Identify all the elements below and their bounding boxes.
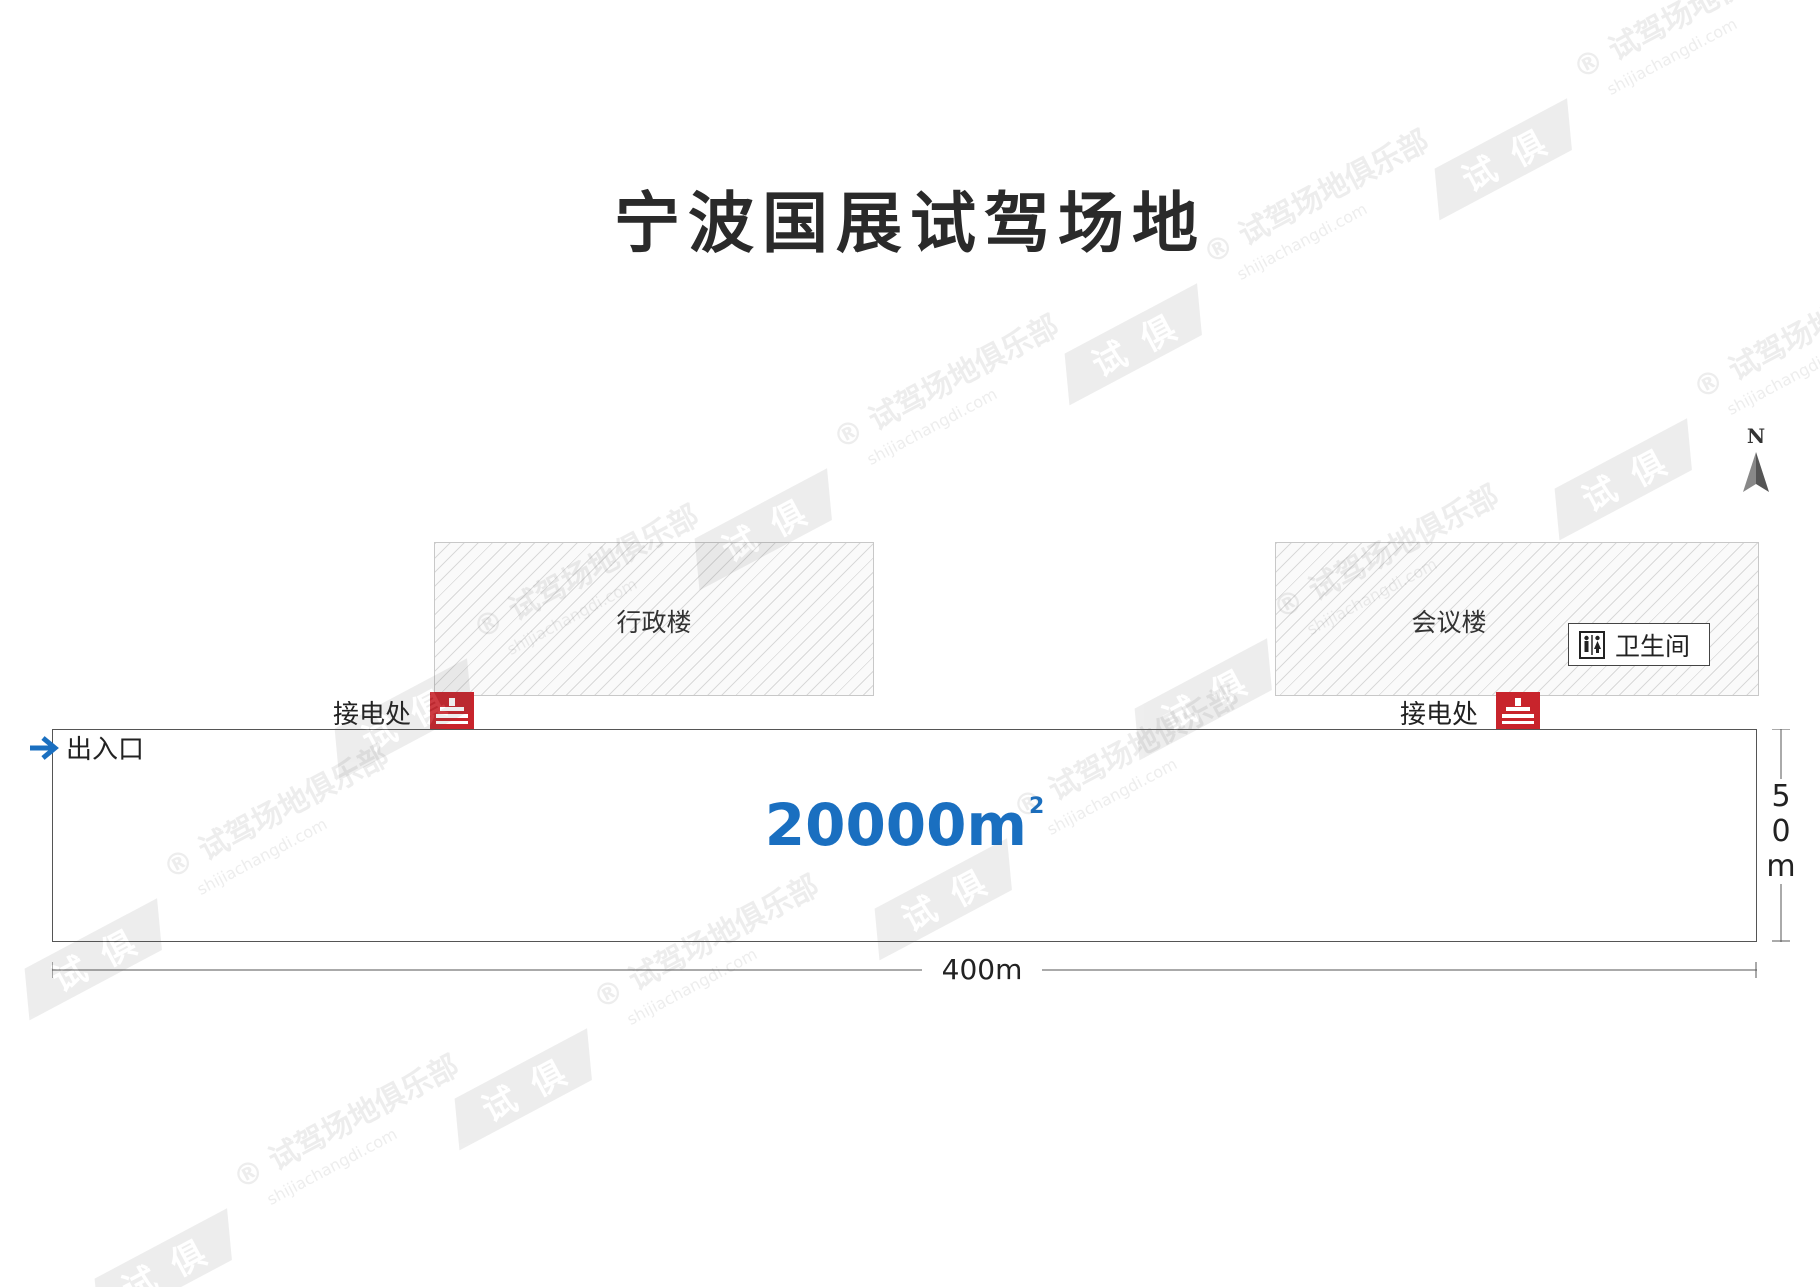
- power-point-label-right: 接电处: [1400, 700, 1479, 730]
- svg-text:俱: 俱: [763, 494, 813, 546]
- svg-text:俱: 俱: [163, 1234, 213, 1286]
- svg-text:俱: 俱: [1623, 444, 1673, 496]
- site-area: 20000m2: [52, 791, 1757, 859]
- svg-text:俱: 俱: [1133, 309, 1183, 361]
- power-icon-left: [430, 692, 474, 730]
- entrance-label: 出入口: [66, 735, 145, 765]
- height-label-char: m: [1766, 849, 1796, 884]
- svg-text:shijiachangdi.com: shijiachangdi.com: [1724, 334, 1820, 419]
- svg-text:俱: 俱: [1203, 664, 1253, 716]
- building-conference: 会议楼 卫生间: [1275, 542, 1759, 696]
- height-label: 5 0 m: [1761, 779, 1801, 884]
- site-area-value: 20000m: [764, 791, 1027, 859]
- building-admin-label: 行政楼: [616, 608, 692, 637]
- svg-text:试: 试: [476, 1079, 525, 1130]
- power-outlet-icon: [1502, 698, 1534, 724]
- svg-text:试: 试: [116, 1259, 165, 1287]
- width-dimension: 400m: [52, 953, 1757, 986]
- svg-text:® 试驾场地俱乐部: ® 试驾场地俱乐部: [827, 309, 1065, 457]
- height-label-char: 0: [1771, 814, 1791, 849]
- width-label: 400m: [922, 953, 1042, 986]
- north-compass: N: [1741, 424, 1771, 496]
- entrance: 出入口: [28, 729, 144, 766]
- building-conference-label: 会议楼: [1411, 608, 1487, 637]
- restroom-icon: [1579, 630, 1605, 659]
- restroom-sign: 卫生间: [1568, 623, 1710, 666]
- site-area-unit-sup: 2: [1028, 794, 1045, 819]
- svg-text:shijiachangdi.com: shijiachangdi.com: [864, 384, 1001, 469]
- svg-text:俱: 俱: [1503, 124, 1553, 176]
- test-drive-site: [52, 729, 1757, 942]
- svg-text:® 试驾场地俱乐部: ® 试驾场地俱乐部: [1567, 0, 1805, 87]
- svg-text:® 试驾场地俱乐部: ® 试驾场地俱乐部: [227, 1049, 465, 1197]
- building-admin: 行政楼: [434, 542, 874, 696]
- svg-text:shijiachangdi.com: shijiachangdi.com: [1604, 14, 1741, 99]
- svg-text:® 试驾场地俱乐部: ® 试驾场地俱乐部: [1687, 259, 1820, 407]
- svg-text:shijiachangdi.com: shijiachangdi.com: [264, 1124, 401, 1209]
- svg-text:俱: 俱: [523, 1054, 573, 1106]
- arrow-right-icon: [30, 735, 59, 760]
- compass-label: N: [1746, 424, 1766, 448]
- height-dimension: 5 0 m: [1761, 729, 1801, 942]
- height-label-char: 5: [1771, 779, 1791, 814]
- svg-text:试: 试: [1086, 334, 1135, 385]
- power-icon-right: [1496, 692, 1540, 730]
- page-title: 宁波国展试驾场地: [614, 185, 1206, 262]
- power-outlet-icon: [436, 698, 468, 724]
- restroom-label: 卫生间: [1615, 631, 1691, 661]
- svg-text:试: 试: [1576, 469, 1625, 520]
- power-point-label-left: 接电处: [333, 700, 412, 730]
- north-arrow-icon: [1743, 452, 1769, 492]
